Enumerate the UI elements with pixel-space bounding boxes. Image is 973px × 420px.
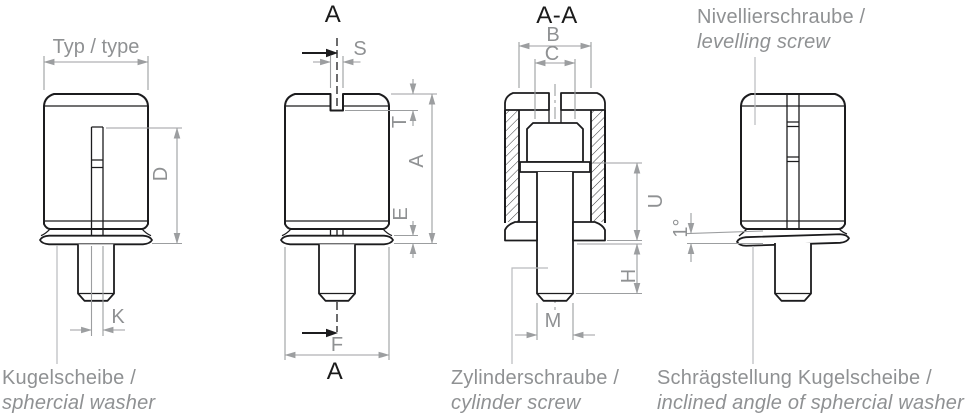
dim-label-k: K [111, 305, 125, 328]
zylinderschraube-leader-line [511, 267, 548, 364]
section-arrow-top-icon [302, 48, 338, 58]
view-type-drawing [39, 56, 182, 364]
body-chamfer-lines [285, 105, 389, 222]
section-arrow-bottom-icon [302, 328, 338, 338]
view-side-drawing [686, 57, 850, 364]
callout-schraegstellung-en: inclined angle of sphercial washer [657, 392, 964, 414]
dim-label-c: C [544, 42, 560, 65]
callout-schraegstellung: Schrägstellung Kugelscheibe / inclined a… [657, 366, 964, 416]
dim-label-typ-type: Typ / type [52, 36, 140, 58]
dim-f [284, 247, 390, 360]
wall-hatch-right [591, 110, 605, 222]
callout-nivellierschraube: Nivellierschraube / levelling screw [697, 5, 865, 55]
dim-k [70, 246, 125, 336]
slot-walls [548, 110, 562, 123]
section-marker-label-bottom: A [326, 358, 344, 385]
callout-kugelscheibe-de: Kugelscheibe / [2, 367, 137, 389]
dim-label-f: F [330, 333, 344, 356]
top-block-right [560, 92, 606, 111]
section-marker-label-top: A [324, 1, 342, 28]
dim-label-b: B [546, 23, 560, 46]
callout-zylinderschraube: Zylinderschraube / cylinder screw [451, 366, 619, 416]
dim-label-d: D [149, 166, 172, 182]
cylinder-screw-head [526, 122, 584, 163]
dim-u [592, 162, 642, 242]
top-block-left [504, 92, 550, 111]
dim-s [313, 56, 361, 88]
dim-typ-type [43, 56, 149, 90]
callout-kugelscheibe-en: sphercial washer [2, 392, 156, 414]
dim-label-t: T [388, 115, 411, 129]
callout-zylinderschraube-en: cylinder screw [451, 392, 581, 414]
callout-schraegstellung-de: Schrägstellung Kugelscheibe / [657, 367, 932, 389]
body-chamfer-lines [44, 105, 148, 222]
washer-section-wedges [504, 221, 606, 242]
view-front-drawing [280, 38, 437, 360]
screw-shaft [774, 243, 812, 302]
callout-zylinderschraube-de: Zylinderschraube / [451, 367, 620, 389]
dim-d [106, 127, 182, 245]
dim-b [518, 42, 592, 88]
dim-label-e: E [389, 207, 412, 221]
slot-lines [90, 126, 104, 236]
screw-shaft [77, 244, 115, 302]
body-outline [43, 93, 149, 230]
outer-walls [504, 110, 606, 223]
dim-c [534, 59, 576, 119]
callout-nivellierschraube-de: Nivellierschraube / [697, 6, 866, 28]
view-section-aa-drawing [504, 42, 642, 364]
dim-label-a: A [405, 154, 428, 168]
dim-m [515, 303, 595, 340]
slot-lines [786, 94, 800, 229]
callout-nivellierschraube-en: levelling screw [697, 31, 831, 53]
dim-e [394, 221, 418, 258]
dim-angle-1deg [686, 213, 764, 262]
screw-flange-plate [519, 161, 591, 173]
callout-kugelscheibe: Kugelscheibe / sphercial washer [2, 366, 155, 416]
inclined-spherical-washer [736, 228, 850, 247]
spherical-washer [39, 228, 153, 246]
dim-label-s: S [353, 37, 367, 60]
cylinder-screw-shaft [536, 172, 574, 302]
wall-hatch-left [505, 110, 519, 222]
body-outline [284, 93, 390, 230]
dim-h [576, 243, 642, 295]
bore-walls [518, 110, 592, 222]
dim-label-m: M [544, 309, 562, 332]
dim-label-angle: 1° [669, 218, 692, 238]
dim-label-u: U [644, 193, 667, 209]
screw-shaft [318, 244, 356, 302]
section-view-title: A-A [536, 2, 578, 29]
dim-label-h: H [617, 268, 640, 284]
spherical-washer [280, 228, 394, 246]
body-chamfer-lines [741, 105, 845, 222]
